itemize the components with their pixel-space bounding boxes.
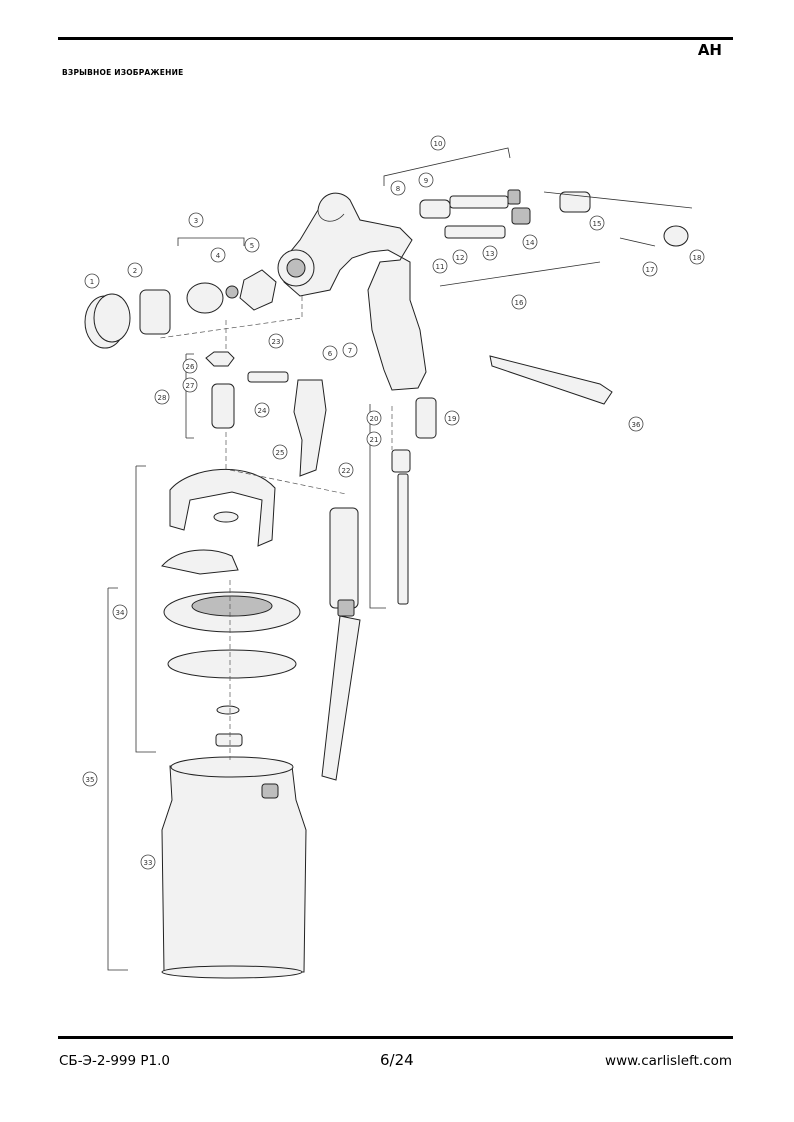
- svg-text:20: 20: [370, 415, 379, 423]
- callout-20: 20: [366, 410, 382, 426]
- callout-labels: 1 2 3 4 5 6 7 8 9 10 11 12 13 14 15 16 1…: [82, 135, 705, 870]
- callout-5: 5: [244, 237, 260, 253]
- pickup-tube: [321, 507, 361, 781]
- svg-text:11: 11: [436, 263, 445, 271]
- doc-code: СБ-Э-2-999 P1.0: [59, 1053, 170, 1069]
- svg-text:7: 7: [348, 347, 352, 355]
- section-title: ВЗРЫВНОЕ ИЗОБРАЖЕНИЕ: [62, 68, 184, 77]
- svg-text:21: 21: [370, 436, 379, 444]
- svg-text:24: 24: [258, 407, 267, 415]
- callout-25: 25: [272, 444, 288, 460]
- callout-15: 15: [589, 215, 605, 231]
- svg-text:17: 17: [646, 266, 655, 274]
- air-cap-group: [84, 269, 277, 349]
- svg-text:34: 34: [116, 609, 125, 617]
- callout-24: 24: [254, 402, 270, 418]
- svg-text:10: 10: [434, 140, 443, 148]
- paint-cup: [161, 756, 307, 979]
- svg-text:5: 5: [250, 242, 254, 250]
- website-link[interactable]: www.carlisleft.com: [605, 1053, 732, 1069]
- needle-assembly: [419, 189, 689, 405]
- callout-35: 35: [82, 771, 98, 787]
- cup-lid-assembly: [161, 469, 301, 747]
- svg-text:16: 16: [515, 299, 524, 307]
- svg-text:36: 36: [632, 421, 641, 429]
- callout-3: 3: [188, 212, 204, 228]
- callout-21: 21: [366, 431, 382, 447]
- callout-4: 4: [210, 247, 226, 263]
- callout-26: 26: [182, 358, 198, 374]
- svg-text:25: 25: [276, 449, 285, 457]
- header-rule: [58, 37, 733, 40]
- svg-text:27: 27: [186, 382, 195, 390]
- callout-10: 10: [430, 135, 446, 151]
- svg-text:33: 33: [144, 859, 153, 867]
- callout-22: 22: [338, 462, 354, 478]
- svg-text:4: 4: [216, 252, 221, 260]
- callout-12: 12: [452, 249, 468, 265]
- callout-36: 36: [628, 416, 644, 432]
- svg-text:12: 12: [456, 254, 465, 262]
- svg-text:9: 9: [424, 177, 428, 185]
- svg-text:2: 2: [133, 267, 137, 275]
- svg-text:18: 18: [693, 254, 702, 262]
- callout-6: 6: [322, 345, 338, 361]
- callout-14: 14: [522, 234, 538, 250]
- callout-8: 8: [390, 180, 406, 196]
- svg-text:13: 13: [486, 250, 495, 258]
- svg-text:1: 1: [90, 278, 94, 286]
- svg-text:19: 19: [448, 415, 457, 423]
- callout-9: 9: [418, 172, 434, 188]
- callout-17: 17: [642, 261, 658, 277]
- callout-28: 28: [154, 389, 170, 405]
- language-code: AH: [697, 41, 722, 59]
- svg-text:26: 26: [186, 363, 195, 371]
- svg-text:23: 23: [272, 338, 281, 346]
- svg-text:35: 35: [86, 776, 95, 784]
- callout-13: 13: [482, 245, 498, 261]
- callout-11: 11: [432, 258, 448, 274]
- svg-text:15: 15: [593, 220, 602, 228]
- callout-19: 19: [444, 410, 460, 426]
- svg-text:3: 3: [194, 217, 198, 225]
- page-number: 6/24: [380, 1051, 414, 1069]
- footer-rule: [58, 1036, 733, 1039]
- callout-1: 1: [84, 273, 100, 289]
- callout-18: 18: [689, 249, 705, 265]
- svg-text:14: 14: [526, 239, 535, 247]
- callout-33: 33: [140, 854, 156, 870]
- callout-7: 7: [342, 342, 358, 358]
- gun-body: [277, 192, 427, 391]
- callout-16: 16: [511, 294, 527, 310]
- callout-34: 34: [112, 604, 128, 620]
- svg-text:22: 22: [342, 467, 351, 475]
- svg-text:28: 28: [158, 394, 167, 402]
- svg-text:6: 6: [328, 350, 333, 358]
- callout-27: 27: [182, 377, 198, 393]
- svg-text:8: 8: [396, 185, 400, 193]
- callout-23: 23: [268, 333, 284, 349]
- trigger-assembly: [205, 351, 437, 605]
- callout-2: 2: [127, 262, 143, 278]
